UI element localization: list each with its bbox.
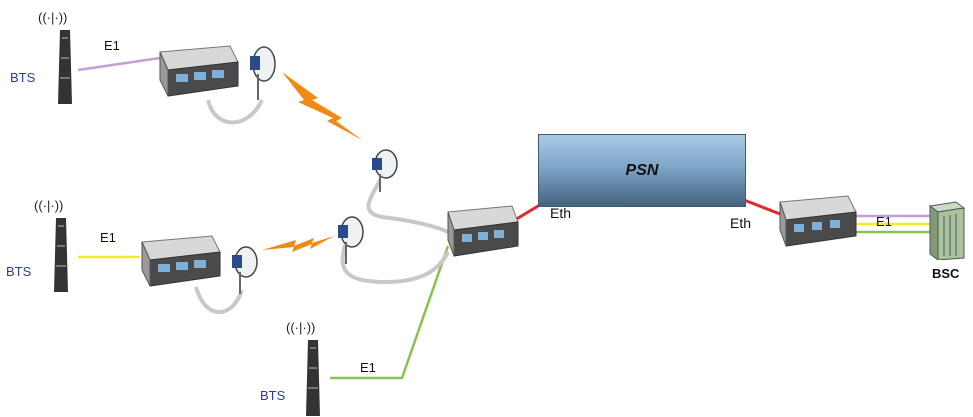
eth-label-right: Eth bbox=[730, 215, 752, 231]
e1-label-bsc: E1 bbox=[876, 214, 892, 229]
cell-tower-icon: ((·|·)) bbox=[38, 8, 88, 104]
antenna-signal-icon: ((·|·)) bbox=[38, 10, 67, 25]
psn-label: PSN bbox=[625, 162, 659, 179]
mux-device-icon bbox=[772, 192, 858, 250]
bsc-label: BSC bbox=[932, 266, 960, 281]
microwave-dish-icon bbox=[244, 44, 278, 100]
mux-device-icon bbox=[440, 202, 520, 262]
microwave-dish-icon bbox=[366, 148, 400, 192]
bts-label-middle: BTS bbox=[6, 264, 32, 279]
cell-tower-icon: ((·|·)) bbox=[34, 196, 84, 292]
e1-label-bottom: E1 bbox=[360, 360, 376, 375]
bts-label-bottom: BTS bbox=[260, 388, 286, 403]
antenna-signal-icon: ((·|·)) bbox=[34, 198, 63, 213]
e1-link-bottom bbox=[330, 245, 450, 380]
microwave-dish-icon bbox=[226, 244, 260, 294]
cable-dish-to-hub-2 bbox=[340, 244, 450, 285]
e1-link-top bbox=[77, 56, 161, 72]
antenna-signal-icon: ((·|·)) bbox=[286, 320, 315, 335]
cell-tower-icon: ((·|·)) bbox=[286, 318, 336, 416]
mux-device-icon bbox=[150, 42, 240, 102]
bts-label-top: BTS bbox=[10, 70, 36, 85]
e1-label-middle: E1 bbox=[100, 230, 116, 245]
mux-device-icon bbox=[132, 232, 222, 292]
lightning-link-icon bbox=[282, 72, 362, 140]
cable-dish-to-hub-1 bbox=[366, 179, 449, 234]
lightning-link-icon bbox=[262, 236, 334, 252]
eth-link-right bbox=[743, 198, 781, 216]
microwave-dish-icon bbox=[332, 214, 366, 264]
cable-top bbox=[206, 99, 264, 125]
e1-label-top: E1 bbox=[104, 38, 120, 53]
eth-label-left: Eth bbox=[550, 205, 572, 221]
cloud-icon: PSN bbox=[538, 134, 746, 207]
cable-middle bbox=[194, 286, 244, 315]
bsc-rack-icon bbox=[926, 200, 966, 261]
